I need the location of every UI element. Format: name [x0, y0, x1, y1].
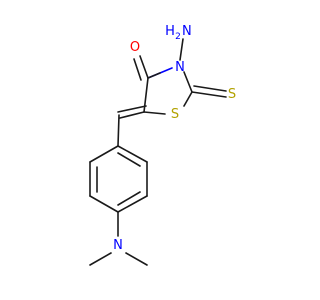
bond-c2-s-b	[193, 85, 227, 92]
atom-amino-h: H	[165, 24, 175, 39]
atom-ring-n: N	[175, 60, 185, 75]
atom-thione-s: S	[228, 87, 236, 102]
atom-amino-subscript: 2	[175, 32, 181, 42]
bond-n-me2	[125, 252, 148, 266]
bond-c5-s	[143, 111, 166, 115]
bond-ar-inner-3	[117, 152, 141, 167]
bond-ar3-ar4	[89, 195, 119, 213]
atom-ring-s: S	[171, 107, 179, 122]
atom-amino-n: N	[182, 24, 192, 39]
molecule-structure: H N 2 N O S S N	[89, 24, 236, 266]
bond-n-c4-b	[147, 72, 161, 79]
bond-c2-n	[183, 71, 193, 93]
bond-ar6-ar1	[117, 145, 148, 163]
bond-ar1-ar2	[89, 145, 119, 163]
bond-c5-ch	[119, 111, 145, 119]
bond-c4-o-b	[133, 58, 142, 81]
bond-c2-s-a	[191, 91, 227, 98]
bond-n-me1	[89, 252, 112, 266]
bond-ar-inner-2	[117, 191, 141, 206]
bond-nh2-n	[179, 38, 184, 61]
bond-ar4-ar5	[117, 195, 148, 213]
bond-c4-o-a	[139, 55, 149, 79]
bond-s-c2	[183, 91, 193, 107]
atom-carbonyl-o: O	[130, 40, 140, 55]
atom-labels: H N 2 N O S S N	[113, 24, 236, 253]
atom-dimethyl-n: N	[113, 238, 123, 253]
bond-lines	[89, 38, 227, 266]
bond-c5-ch-b	[117, 105, 147, 113]
bond-ch-ar1	[117, 114, 120, 147]
